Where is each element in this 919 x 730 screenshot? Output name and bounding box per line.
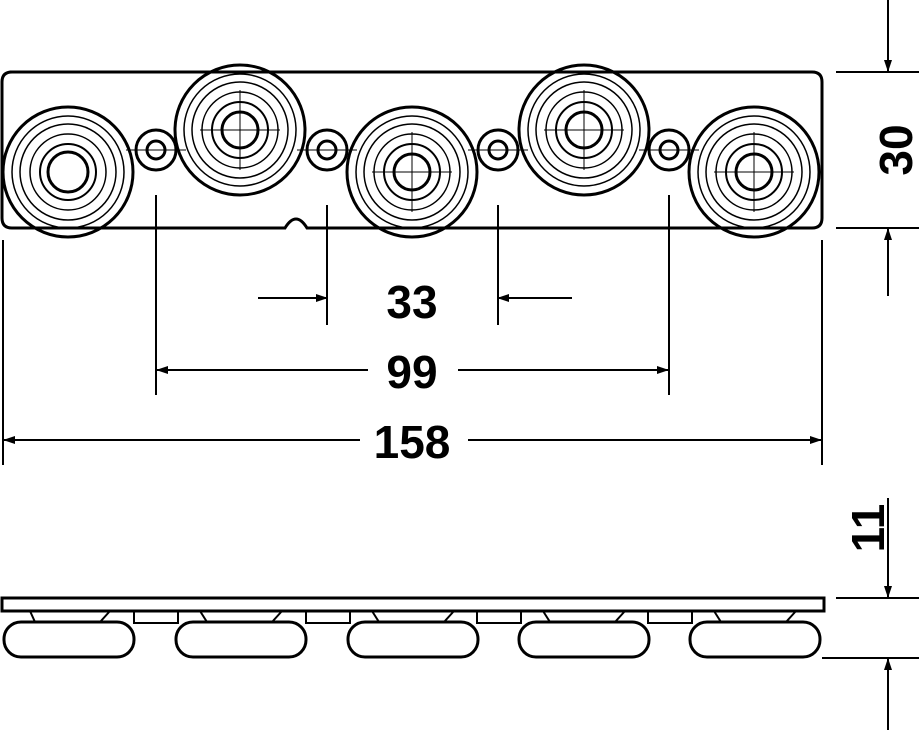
dimension-lines <box>2 195 823 465</box>
dimension-plate-height: 30 <box>870 124 919 175</box>
side-wheel-2 <box>174 610 308 659</box>
roller-2 <box>173 63 307 197</box>
side-wheel-5 <box>688 610 822 659</box>
screw-hole-2 <box>297 128 357 172</box>
roller-1 <box>1 105 135 239</box>
roller-4 <box>517 63 651 197</box>
side-view <box>0 596 826 659</box>
side-wheel-4 <box>517 610 651 659</box>
roller-3 <box>345 105 479 239</box>
screw-hole-1 <box>126 128 186 172</box>
dimension-hole-span: 99 <box>386 346 437 398</box>
height-dimension-lines <box>836 0 919 296</box>
side-plate <box>0 596 826 613</box>
screw-hole-4 <box>639 128 699 172</box>
top-view <box>0 63 824 239</box>
assembly-height-dimension-lines <box>822 498 919 730</box>
dimension-total-width: 158 <box>374 416 451 468</box>
dimension-assembly-height: 11 <box>842 504 894 553</box>
roller-5 <box>687 105 821 239</box>
plate-outline <box>0 70 824 230</box>
side-wheel-1 <box>2 610 136 659</box>
dimension-hole-pitch: 33 <box>386 276 437 328</box>
side-wheel-3 <box>346 610 480 659</box>
screw-hole-3 <box>468 128 528 172</box>
